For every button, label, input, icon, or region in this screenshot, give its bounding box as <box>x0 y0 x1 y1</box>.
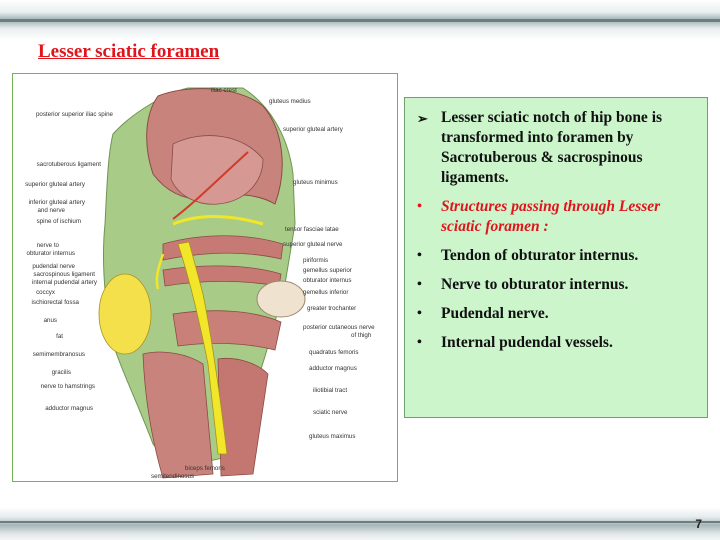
bullet-icon: • <box>417 306 422 321</box>
point-nerve-obturator-internus: • Nerve to obturator internus. <box>415 275 699 295</box>
point-text: Pudendal nerve. <box>441 305 549 322</box>
label-nerve-to-hamstrings: nerve to hamstrings <box>41 383 95 390</box>
label-posterior-cutaneous-nerve: posterior cutaneous nerve <box>303 324 375 331</box>
label-superior-gluteal-artery-right: superior gluteal artery <box>283 126 344 133</box>
label-posterior-superior-iliac-spine: posterior superior iliac spine <box>36 111 114 118</box>
label-gemellus-superior: gemellus superior <box>303 267 352 274</box>
label-iliotibial-tract: iliotibial tract <box>313 387 347 394</box>
point-structures-heading: • Structures passing through Lesser scia… <box>415 197 699 237</box>
label-tensor-fasciae-latae: tensor fasciae latae <box>285 226 339 233</box>
adductor-muscles <box>217 357 269 477</box>
label-sacrospinous-ligament: sacrospinous ligament <box>33 271 95 278</box>
label-greater-trochanter: greater trochanter <box>307 305 356 312</box>
label-obturator-internus-right: obturator internus <box>303 277 352 284</box>
label-ischiorectal-fossa: ischiorectal fossa <box>32 299 80 306</box>
gluteal-region-illustration: posterior superior iliac spine sacrotube… <box>25 87 375 480</box>
label-sacrotuberous-ligament: sacrotuberous ligament <box>37 161 102 168</box>
label-spine-of-ischium: spine of ischium <box>37 218 81 225</box>
top-band-line <box>0 19 720 22</box>
label-gluteus-minimus: gluteus minimus <box>293 179 338 186</box>
label-obturator-internus-left: obturator internus <box>27 250 76 257</box>
label-biceps-femoris: biceps femoris <box>185 465 225 472</box>
sciatic-nerve <box>177 241 228 455</box>
label-semitendinosus: semitendinosus <box>151 473 194 480</box>
label-quadratus-femoris: quadratus femoris <box>309 349 359 356</box>
label-and-nerve: and nerve <box>37 207 65 214</box>
anatomy-figure: posterior superior iliac spine sacrotube… <box>12 73 398 482</box>
page-number: 7 <box>695 517 702 531</box>
label-piriformis: piriformis <box>303 257 328 264</box>
bullet-icon: • <box>417 248 422 263</box>
label-anus: anus <box>44 317 57 324</box>
key-points-list: ➢ Lesser sciatic notch of hip bone is tr… <box>405 98 707 353</box>
slide-title: Lesser sciatic foramen <box>38 41 220 62</box>
key-points-box: ➢ Lesser sciatic notch of hip bone is tr… <box>404 97 708 418</box>
point-text: Lesser sciatic notch of hip bone is tran… <box>441 109 663 186</box>
bottom-band-line <box>0 521 720 523</box>
label-semimembranosus: semimembranosus <box>33 351 85 358</box>
pudendal-nerve <box>155 253 165 290</box>
label-fat: fat <box>56 333 63 340</box>
label-sciatic-nerve: sciatic nerve <box>313 409 348 416</box>
gluteus-minimus-muscle <box>170 135 264 205</box>
bottom-decorative-band <box>0 507 720 540</box>
label-gluteus-maximus: gluteus maximus <box>309 433 355 440</box>
label-superior-gluteal-artery-left: superior gluteal artery <box>25 181 86 188</box>
label-gemellus-inferior: gemellus inferior <box>303 289 348 296</box>
point-internal-pudendal-vessels: • Internal pudendal vessels. <box>415 333 699 353</box>
piriformis-muscle <box>162 235 284 261</box>
point-text: Nerve to obturator internus. <box>441 276 629 293</box>
label-coccyx: coccyx <box>36 289 56 296</box>
label-of-thigh: of thigh <box>351 332 372 339</box>
bullet-icon: • <box>417 277 422 292</box>
point-text: Internal pudendal vessels. <box>441 334 613 351</box>
label-superior-gluteal-nerve: superior gluteal nerve <box>283 241 343 248</box>
point-pudendal-nerve: • Pudendal nerve. <box>415 304 699 324</box>
point-lesser-sciatic-notch: ➢ Lesser sciatic notch of hip bone is tr… <box>415 108 699 188</box>
label-adductor-magnus-right: adductor magnus <box>309 365 357 372</box>
label-gracilis: gracilis <box>52 369 71 376</box>
greater-trochanter-bone <box>256 280 306 318</box>
label-internal-pudendal-artery: internal pudendal artery <box>32 279 98 286</box>
bullet-icon: • <box>417 335 422 350</box>
point-text: Tendon of obturator internus. <box>441 247 639 264</box>
superior-gluteal-artery <box>172 151 249 220</box>
label-gluteus-medius: gluteus medius <box>269 98 311 105</box>
label-adductor-magnus-left: adductor magnus <box>45 405 93 412</box>
label-nerve-to: nerve to <box>37 242 60 249</box>
point-text: Structures passing through Lesser sciati… <box>441 198 661 235</box>
superior-gluteal-nerve <box>172 215 264 226</box>
bullet-icon: • <box>417 199 422 214</box>
label-pudendal-nerve: pudendal nerve <box>32 263 75 270</box>
arrow-bullet-icon: ➢ <box>417 111 428 126</box>
label-inferior-gluteal-artery: inferior gluteal artery <box>29 199 86 206</box>
hamstring-muscles <box>142 351 214 479</box>
ischiorectal-fat <box>98 273 152 355</box>
label-iliac-crest: iliac crest <box>211 87 237 94</box>
point-tendon-obturator-internus: • Tendon of obturator internus. <box>415 246 699 266</box>
